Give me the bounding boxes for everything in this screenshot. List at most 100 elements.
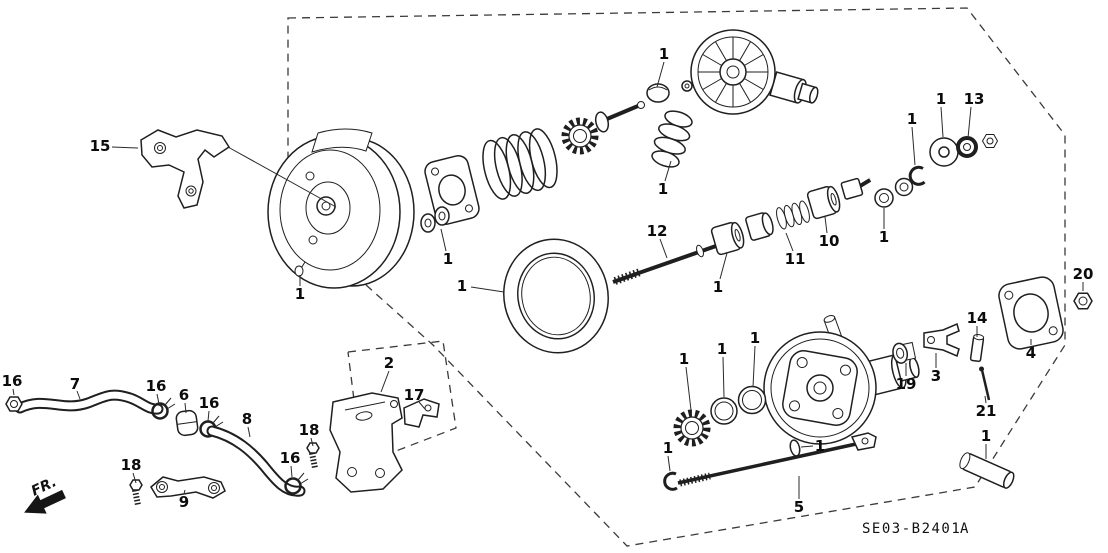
part-label-1: 1: [717, 340, 727, 358]
label-band: [311, 128, 373, 153]
small-ring: [681, 80, 693, 92]
leader-line-16: [156, 393, 160, 405]
leader-line-1: [800, 445, 814, 448]
bellows-boot: [651, 110, 693, 168]
lower-ring-b: [737, 385, 767, 415]
leader-line-1: [656, 61, 665, 88]
part-label-1: 1: [981, 427, 991, 445]
lower-toothed-ring: [673, 409, 711, 447]
part-label-1: 1: [815, 437, 825, 455]
cotter-pin-21: [979, 366, 991, 401]
part-label-1: 1: [295, 285, 305, 303]
part-label-1: 1: [663, 439, 673, 457]
leader-line-16: [12, 388, 15, 396]
part-label-1: 1: [443, 250, 453, 268]
valve-block: [840, 177, 872, 200]
nut-16: [5, 396, 23, 412]
small-spring-11: [776, 200, 810, 230]
leader-line-1: [685, 366, 692, 411]
drawing-number: SE03-B2401: [862, 521, 961, 537]
part-label-16: 16: [280, 449, 301, 467]
leader-line-1: [470, 286, 505, 293]
part-label-18: 18: [299, 421, 320, 439]
part-label-1: 1: [658, 180, 668, 198]
part-label-1: 1: [679, 350, 689, 368]
leader-lines: [12, 61, 1084, 499]
washers: [420, 206, 450, 233]
clevis-pin-14: [969, 334, 985, 363]
gasket-plate: [424, 155, 480, 225]
leader-line-8: [247, 426, 251, 438]
part-label-15: 15: [90, 137, 111, 155]
valve-body-11: [745, 212, 774, 241]
valve-piston-10: [806, 185, 841, 220]
part-label-11: 11: [785, 250, 806, 268]
leader-line-1: [719, 252, 728, 280]
part-label-17: 17: [404, 386, 425, 404]
part-label-2: 2: [384, 354, 394, 372]
part-label-1: 1: [907, 110, 917, 128]
hose-clamp-16-c: [284, 472, 309, 495]
part-label-1: 1: [457, 277, 467, 295]
leader-line-12: [659, 238, 668, 259]
fan-wheel: [690, 29, 819, 115]
part-label-1: 1: [659, 45, 669, 63]
leader-line-1: [911, 126, 916, 166]
part-label-20: 20: [1073, 265, 1094, 283]
part-label-3: 3: [931, 367, 941, 385]
part-label-6: 6: [179, 386, 189, 404]
leader-line-7: [76, 390, 81, 400]
hose-clamp-16-a: [151, 397, 176, 420]
leader-line-18: [310, 437, 314, 447]
leader-line-15: [111, 146, 139, 149]
operating-rod-5: [663, 432, 877, 491]
bracket-9: [150, 476, 226, 499]
part-label-5: 5: [794, 498, 804, 516]
part-label-1: 1: [713, 278, 723, 296]
part-label-10: 10: [819, 232, 840, 250]
lower-ring-a: [710, 397, 738, 425]
mounting-plate-4: [998, 276, 1064, 350]
part-label-12: 12: [647, 222, 668, 240]
part-label-16: 16: [199, 394, 220, 412]
sleeve-tube: [959, 452, 1015, 489]
part-label-1: 1: [879, 228, 889, 246]
leader-line-16: [290, 465, 293, 478]
leader-line-6: [184, 402, 187, 414]
part-label-18: 18: [121, 456, 142, 474]
booster-drum: [267, 128, 415, 289]
part-label-4: 4: [1026, 344, 1036, 362]
check-valve-6: [175, 409, 199, 437]
part-label-13: 13: [964, 90, 985, 108]
leader-line-21: [984, 395, 987, 404]
part-label-9: 9: [179, 493, 189, 511]
leader-line-1: [440, 228, 447, 252]
toothed-washer: [561, 117, 599, 155]
part-label-7: 7: [70, 375, 80, 393]
part-label-16: 16: [2, 372, 23, 390]
part-label-16: 16: [146, 377, 167, 395]
dashed-boundary-bracket: [347, 340, 457, 465]
part-label-19: 19: [896, 375, 917, 393]
leader-line-9: [183, 489, 186, 495]
leader-line: [227, 146, 337, 208]
part-label-1: 1: [750, 329, 760, 347]
bolt-18-b: [129, 479, 143, 506]
return-spring: [482, 128, 558, 200]
vacuum-hose-8: [206, 425, 306, 497]
leader-line-2: [380, 370, 390, 393]
leader-line-16: [207, 410, 210, 422]
part-label-1: 1: [936, 90, 946, 108]
clip-17: [403, 398, 440, 428]
piston-cylinder: [710, 221, 745, 256]
bolt-18-a: [306, 442, 320, 469]
part-label-21: 21: [976, 402, 997, 420]
nut-20: [1073, 292, 1093, 310]
leader-line-13: [967, 106, 972, 139]
part-label-14: 14: [967, 309, 988, 327]
push-rod: [612, 241, 723, 285]
bracket-15: [140, 129, 231, 209]
part-label-8: 8: [242, 410, 252, 428]
